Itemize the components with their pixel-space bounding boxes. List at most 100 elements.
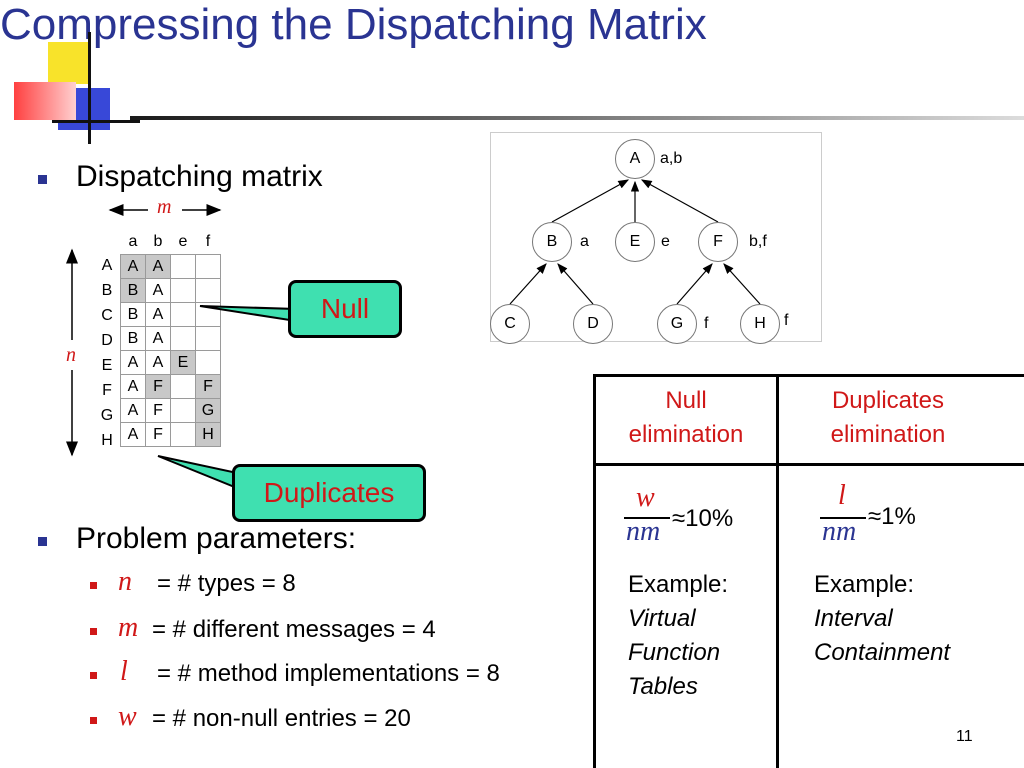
tree-node-h-label: f — [784, 312, 789, 329]
matrix-cell — [195, 326, 221, 351]
bullet-marker — [38, 175, 47, 184]
type-hierarchy-edges — [509, 179, 761, 305]
matrix-cell — [195, 278, 221, 303]
dup-ratio-fraction-bar — [820, 517, 866, 519]
tree-node-b-label: a — [580, 233, 589, 250]
dup-header-line2: elimination — [830, 421, 946, 448]
edge-f-to-a — [640, 179, 719, 223]
tree-node-e-label: e — [661, 233, 670, 250]
tree-node-e: E — [615, 222, 655, 262]
m-label: m — [157, 196, 172, 218]
tree-node-b: B — [532, 222, 572, 262]
duplicates-callout: Duplicates — [232, 464, 426, 522]
row-label: A — [101, 257, 113, 274]
tree-node-g: G — [657, 304, 697, 344]
null-elimination-header: Null elimination — [598, 384, 774, 452]
matrix-arrows — [66, 204, 222, 457]
matrix-cell — [170, 254, 196, 279]
dup-example-label: Example: — [814, 571, 915, 598]
page-title: Compressing the Dispatching Matrix — [0, 0, 707, 49]
bullet-problem-parameters: Problem parameters: — [76, 522, 357, 555]
duplicates-elimination-header: Duplicates elimination — [780, 384, 996, 452]
column-label: f — [205, 233, 211, 250]
dup-ratio-value: ≈1% — [868, 503, 916, 530]
matrix-cell: A — [120, 254, 146, 279]
edge-g-to-f — [676, 263, 713, 305]
matrix-cell: A — [120, 398, 146, 423]
matrix-cell: A — [145, 350, 171, 375]
param-var-n: n — [118, 566, 132, 597]
null-example-line: Tables — [628, 673, 698, 700]
null-example-line: Function — [628, 639, 721, 666]
matrix-row: A A — [120, 254, 221, 279]
matrix-cell: E — [170, 350, 196, 375]
tree-node-a-label: a,b — [660, 150, 683, 167]
null-callout: Null — [288, 280, 402, 338]
param-var-w: w — [118, 701, 137, 732]
param-n-text: = # types = 8 — [157, 570, 296, 597]
bullet-dispatching-matrix: Dispatching matrix — [76, 160, 323, 193]
row-label: C — [101, 307, 113, 324]
tree-node-c: C — [490, 304, 530, 344]
tree-node-a: A — [615, 139, 655, 179]
row-label: F — [102, 382, 112, 399]
edge-b-to-a — [551, 179, 630, 223]
matrix-row: A F H — [120, 422, 221, 447]
sub-bullet-marker — [90, 717, 97, 724]
null-ratio-numerator: w — [636, 482, 655, 513]
matrix-row: A A E — [120, 350, 221, 375]
edge-h-to-f — [723, 263, 761, 305]
row-label: D — [101, 332, 113, 349]
null-ratio-denominator: nm — [626, 516, 661, 547]
dup-example-line: Interval — [814, 605, 893, 632]
dup-ratio-numerator: l — [838, 480, 846, 511]
sub-bullet-marker — [90, 582, 97, 589]
matrix-cell — [170, 422, 196, 447]
matrix-cell: A — [120, 374, 146, 399]
row-label: E — [101, 357, 113, 374]
matrix-cell: F — [195, 374, 221, 399]
null-example: Example: Virtual Function Tables — [628, 568, 728, 704]
tree-node-f: F — [698, 222, 738, 262]
null-example-label: Example: — [628, 571, 729, 598]
dup-ratio-denominator: nm — [822, 516, 857, 547]
dup-example: Example: Interval Containment — [814, 568, 950, 670]
dup-example-line: Containment — [814, 639, 951, 666]
edge-c-to-b — [509, 263, 547, 305]
param-var-l: l — [120, 656, 128, 687]
table-middle-border — [776, 374, 779, 768]
sub-bullet-marker — [90, 672, 97, 679]
null-example-line: Virtual — [628, 605, 696, 632]
table-header-border — [593, 463, 1024, 466]
matrix-row: A F G — [120, 398, 221, 423]
null-header-line1: Null — [665, 387, 707, 414]
table-left-border — [593, 374, 596, 768]
dispatch-matrix: A A B A B A B A A A E A F F A F G A — [120, 254, 221, 447]
matrix-cell: H — [195, 422, 221, 447]
bullet-marker — [38, 537, 47, 546]
null-ratio-fraction-bar — [624, 517, 670, 519]
table-top-border — [593, 374, 1024, 377]
tree-node-h: H — [740, 304, 780, 344]
dup-header-line1: Duplicates — [831, 387, 945, 414]
n-label: n — [66, 344, 76, 366]
sub-bullet-marker — [90, 628, 97, 635]
param-l-text: = # method implementations = 8 — [157, 660, 500, 687]
tree-node-f-label: b,f — [749, 233, 767, 250]
null-ratio-value: ≈10% — [672, 505, 734, 532]
column-label: e — [178, 233, 188, 250]
matrix-cell: B — [120, 278, 146, 303]
param-var-m: m — [118, 612, 139, 643]
duplicates-callout-pointer — [157, 455, 243, 492]
param-m-text: = # different messages = 4 — [152, 616, 436, 643]
page-number: 11 — [956, 728, 973, 745]
column-label: b — [153, 233, 163, 250]
tree-node-g-label: f — [704, 315, 709, 332]
matrix-cell: G — [195, 398, 221, 423]
matrix-row: B A — [120, 326, 221, 351]
param-w-text: = # non-null entries = 20 — [152, 705, 411, 732]
null-header-line2: elimination — [628, 421, 744, 448]
column-label: a — [128, 233, 138, 250]
row-label: H — [101, 432, 113, 449]
row-label: G — [100, 407, 114, 424]
